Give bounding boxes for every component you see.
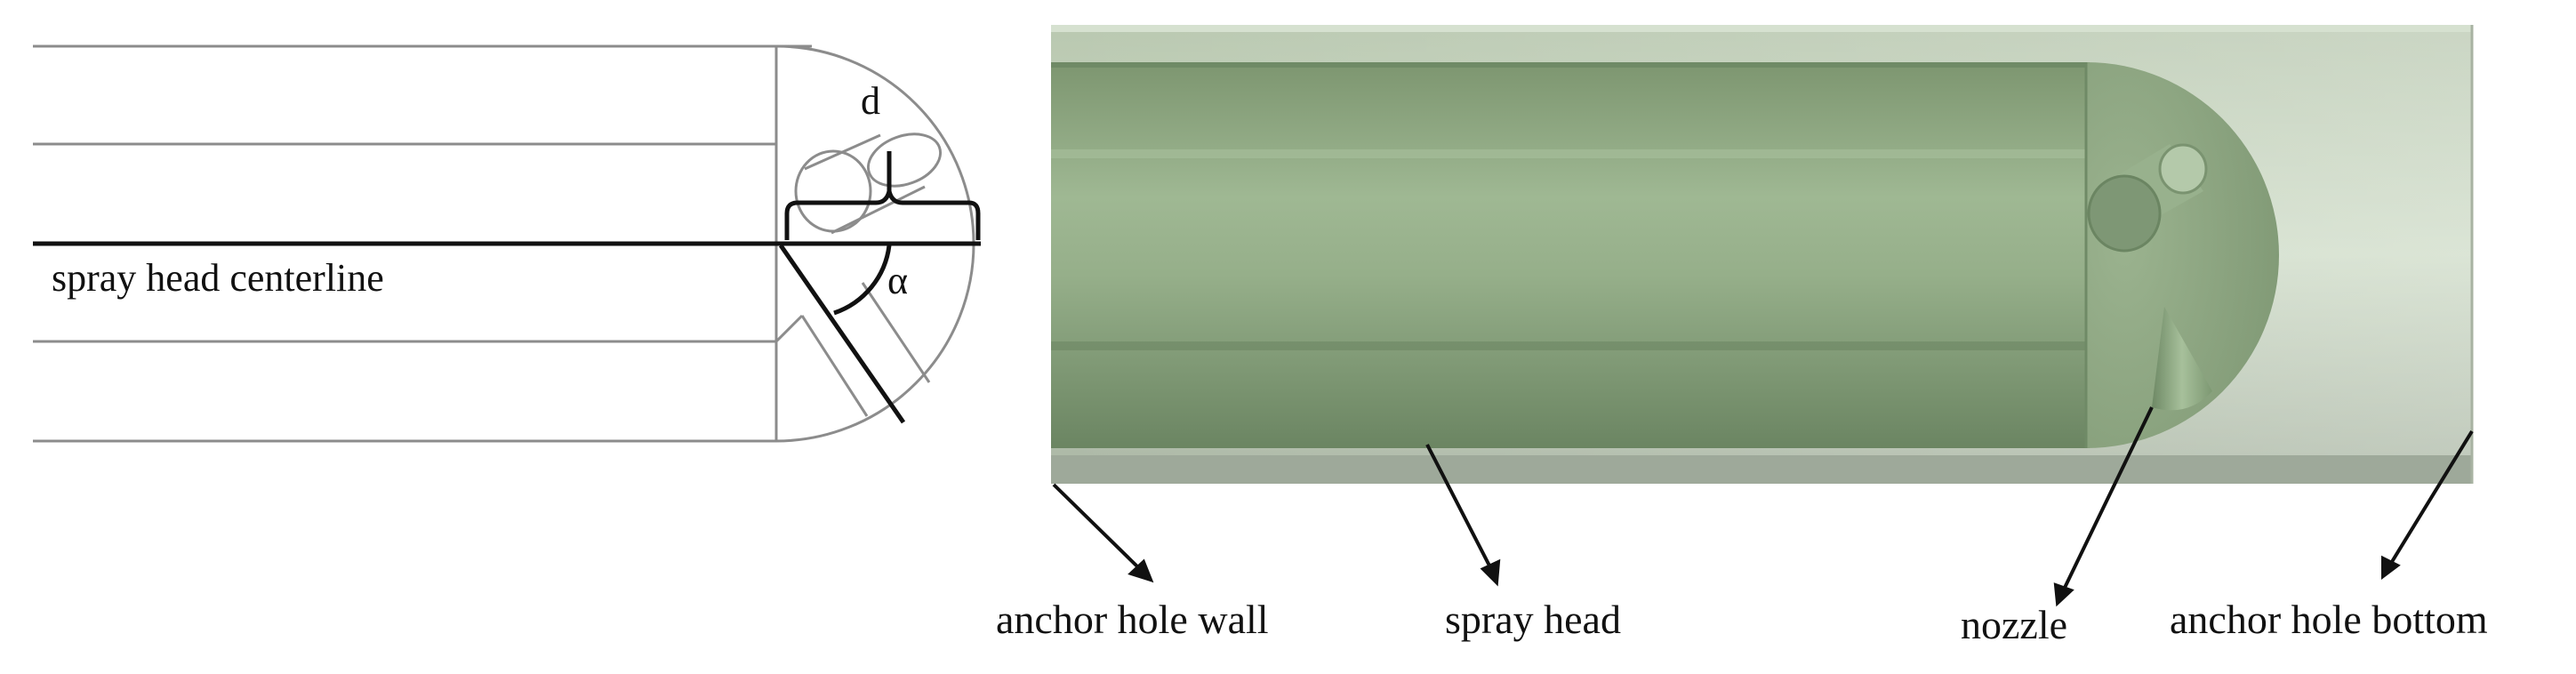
render-panel — [1051, 25, 2474, 484]
dimension-bracket — [784, 151, 981, 240]
dimension-d-label: d — [861, 79, 880, 123]
upper-nozzle — [2087, 143, 2208, 253]
angle-arc — [833, 245, 892, 316]
schematic-panel: d α spray head centerline — [33, 44, 981, 443]
nozzle-axis — [778, 244, 906, 424]
leader-arrows — [1052, 406, 2474, 607]
anchor-hole-wall-label: anchor hole wall — [996, 597, 1269, 642]
lower-nozzle — [2152, 307, 2212, 411]
spray-head-cap — [2086, 62, 2279, 448]
spray-head-label: spray head — [1445, 597, 1621, 642]
angle-alpha-label: α — [887, 259, 908, 302]
centerline-label: spray head centerline — [52, 256, 384, 300]
spray-head-body — [1051, 62, 2090, 448]
anchor-hole-bottom-label: anchor hole bottom — [2170, 597, 2488, 642]
nozzle-label: nozzle — [1961, 602, 2067, 647]
